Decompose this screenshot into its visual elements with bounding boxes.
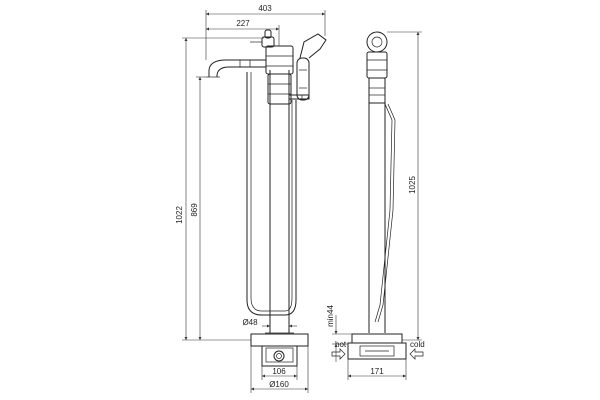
dim-base-inner: 106 xyxy=(272,367,286,376)
front-view xyxy=(206,29,327,367)
dimension-lines xyxy=(182,10,422,393)
dim-base-outer: Ø160 xyxy=(269,380,289,389)
label-cold: cold xyxy=(410,340,425,349)
dim-spout-reach: 227 xyxy=(236,19,250,28)
dim-spout-height: 869 xyxy=(190,203,199,217)
dim-min-base: min44 xyxy=(326,305,335,327)
side-view xyxy=(347,31,407,360)
dim-base-side: 171 xyxy=(370,367,384,376)
hot-arrow-icon xyxy=(331,348,346,360)
dim-pipe-diameter: Ø48 xyxy=(242,318,258,327)
dim-overall-width: 403 xyxy=(258,4,272,13)
label-hot: hot xyxy=(335,340,347,349)
cold-arrow-icon xyxy=(409,348,424,360)
dim-total-height: 1022 xyxy=(175,206,184,224)
dim-side-height: 1025 xyxy=(408,176,417,194)
